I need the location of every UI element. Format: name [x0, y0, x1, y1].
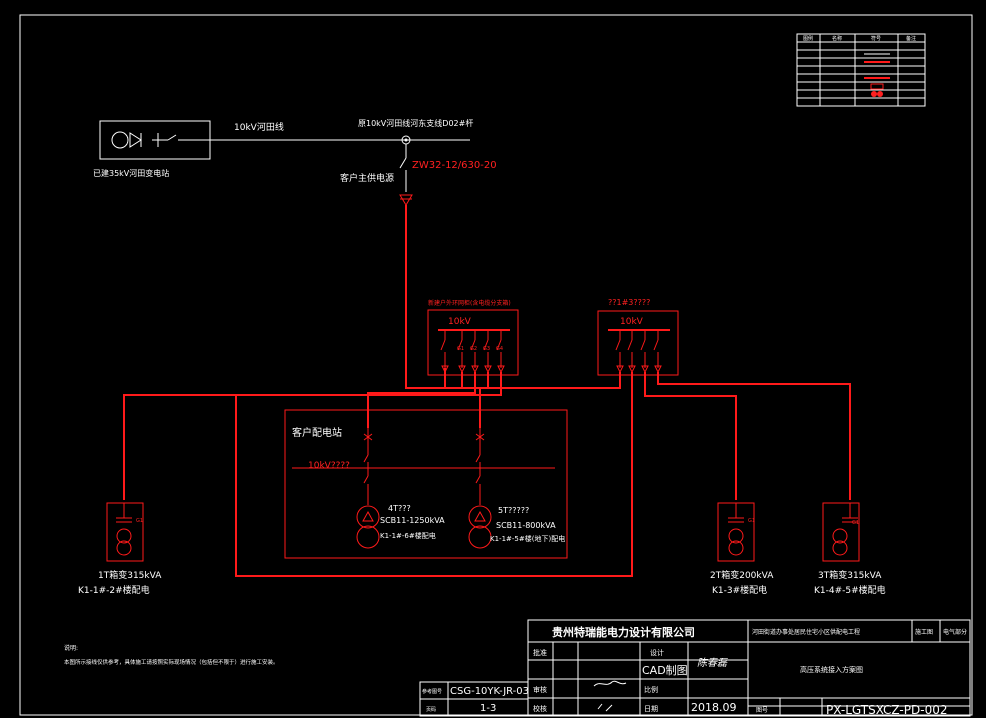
load-1t-rating: 1T箱变315kVA [98, 569, 162, 581]
rmu1-tag-1: G1 [457, 346, 464, 352]
t5-model: SCB11-800kVA [496, 521, 556, 530]
drawing-no-label: 图号 [756, 707, 768, 714]
legend-table: 图例 名称 符号 备注 [796, 33, 926, 107]
legend-header-4: 备注 [906, 35, 916, 42]
rmu2-title: ??1#3???? [608, 298, 650, 307]
drawing-date: 2018.09 [691, 701, 737, 714]
tap-label: 原10kV河田线河东支线D02#杆 [358, 118, 473, 128]
cable-label: 客户主供电源 [340, 172, 394, 184]
transformer-5t-icon [468, 505, 492, 529]
load-3t-rating: 3T箱变315kVA [818, 569, 882, 581]
source-transformer-icon [111, 131, 129, 149]
notes-title: 说明: [64, 644, 78, 652]
drawing-name: 高压系统接入方案图 [800, 665, 863, 674]
source-switch-icon [167, 134, 177, 141]
t4-model: SCB11-1250kVA [380, 516, 445, 525]
cable-to-1t [123, 394, 236, 500]
cad-label: CAD制图 [642, 664, 688, 677]
rmu1-tag-3: G3 [483, 346, 490, 352]
tap-switch-icon [399, 157, 407, 169]
t5-name: 5T????? [498, 506, 529, 515]
cable-to-5t [479, 372, 489, 428]
load-2t-rating: 2T箱变200kVA [710, 569, 774, 581]
rmu1-tag-4: G4 [496, 346, 503, 352]
source-substation: 已建35kV河田变电站 [93, 120, 211, 178]
svg-text:G1: G1 [136, 518, 143, 524]
project-name: 河田街道办事处居民住宅小区供配电工程 [752, 628, 860, 636]
designer-signature: 陈春磊 [697, 657, 728, 669]
scale-label: 比例 [644, 685, 658, 694]
cable-terminal-icon [399, 194, 413, 206]
t4-name: 4T??? [388, 504, 411, 513]
row-approve: 批准 [533, 648, 547, 657]
rmu1-bus-label: 10kV [448, 317, 472, 327]
legend-header-3: 符号 [871, 35, 881, 42]
ref-label: 参考图号 [422, 688, 442, 695]
transformer-1t-icon [116, 528, 132, 544]
cable-to-2t [644, 372, 737, 500]
company-name: 贵州特瑞能电力设计有限公司 [552, 625, 695, 639]
cable-to-4t [367, 372, 476, 428]
svg-text:G1: G1 [748, 518, 755, 524]
design-stage: 施工图 [915, 628, 933, 636]
t5-location: K1-1#-5#楼(地下)配电 [490, 534, 565, 543]
legend-header-1: 图例 [803, 35, 813, 42]
rmu1-title: 新建户外环网柜(含电缆分支箱) [428, 299, 511, 307]
substation-label: 已建35kV河田变电站 [93, 168, 169, 178]
load-3t-location: K1-4#-5#楼配电 [814, 584, 886, 596]
legend-header-2: 名称 [832, 35, 842, 42]
switch-model: ZW32-12/630-20 [412, 160, 497, 171]
transformer-3t-icon [832, 528, 848, 544]
title-block: 贵州特瑞能电力设计有限公司 河田街道办事处居民住宅小区供配电工程 施工图 电气部… [527, 619, 971, 717]
box-transformer-3t: G1 [822, 502, 860, 562]
date-label: 日期 [644, 705, 658, 713]
drawing-frame [19, 14, 973, 716]
transformer-4t-icon [356, 505, 380, 529]
box-transformer-2t: G1 [717, 502, 755, 562]
load-1t-location: K1-1#-2#楼配电 [78, 584, 150, 596]
ring-main-unit-2: ??1#3???? 10kV [597, 298, 679, 376]
load-2t-location: K1-3#楼配电 [712, 584, 767, 596]
station-title: 客户配电站 [292, 426, 342, 439]
feeder-label: 10kV河田线 [234, 121, 284, 133]
legend-transformer-symbol [871, 91, 877, 97]
row-check: 校核 [533, 704, 547, 713]
box-transformer-1t: G1 [106, 502, 144, 562]
station-bus-label: 10kV???? [308, 461, 350, 471]
page-number: 1-3 [480, 703, 496, 714]
svg-text:G1: G1 [852, 520, 859, 526]
row-review: 审核 [533, 685, 547, 694]
customer-substation: 客户配电站 10kV???? 4T??? SCB11-1250kVA K1-1#… [284, 409, 568, 559]
cable-rmu-tie [440, 372, 621, 389]
checker-signature [597, 703, 613, 712]
cable-ring-loop [235, 372, 633, 577]
ring-main-unit-1: 新建户外环网柜(含电缆分支箱) 10kV G1 G2 G3 G4 [427, 299, 519, 376]
profession: 电气部分 [943, 628, 967, 636]
t4-location: K1-1#-6#楼配电 [380, 531, 436, 540]
design-label: 设计 [650, 648, 664, 657]
reviewer-signature [593, 680, 627, 687]
drawing-number: PX-LGTSXCZ-PD-002 [826, 703, 947, 717]
legend-cabinet-symbol [870, 83, 884, 90]
transformer-2t-icon [728, 528, 744, 544]
page-label: 页码 [426, 706, 436, 713]
rmu1-tag-2: G2 [470, 346, 477, 352]
ref-number: CSG-10YK-JR-03 [450, 686, 529, 697]
rmu2-bus-label: 10kV [620, 317, 644, 327]
notes-text: 本图所示接线仅供参考，具体施工请按照实际现场情况（包括但不限于）进行施工安装。 [64, 658, 279, 666]
main-supply-cable [405, 205, 446, 389]
cable-to-3t [657, 372, 851, 500]
reference-box: 参考图号 CSG-10YK-JR-03 页码 1-3 [419, 681, 529, 717]
